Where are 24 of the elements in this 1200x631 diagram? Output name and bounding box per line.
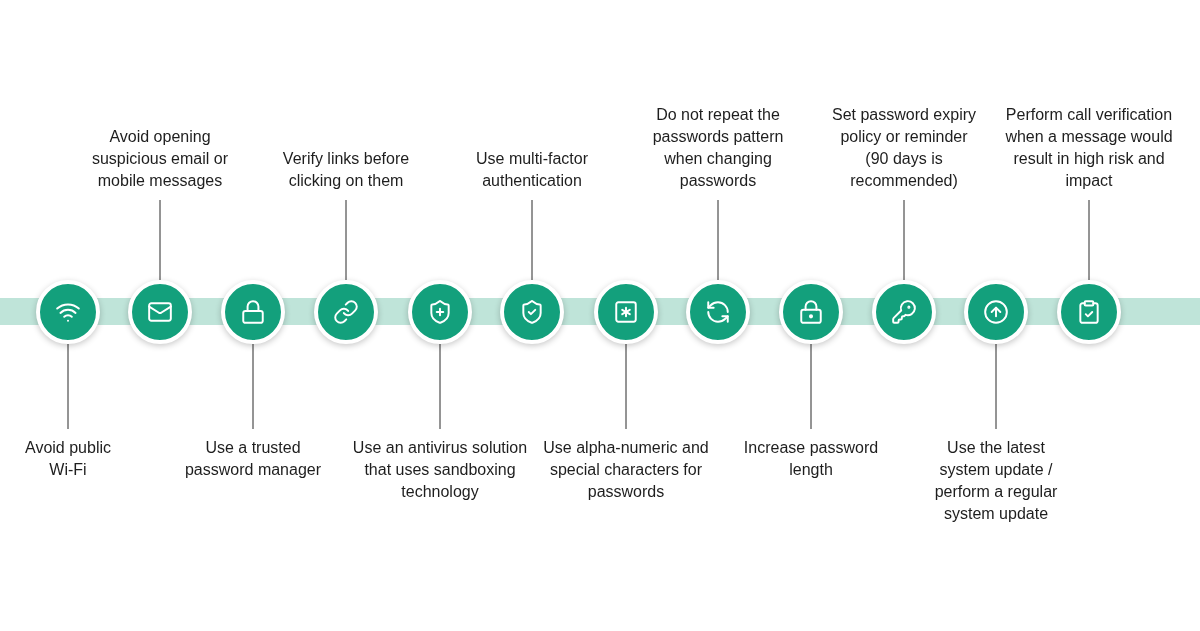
step-text: Verify links before clicking on them xyxy=(271,148,421,200)
leader-line xyxy=(1088,199,1090,281)
leader-line xyxy=(903,199,905,281)
step-text: Set password expiry policy or reminder (90 days is recommended) xyxy=(830,104,978,200)
step-text: Avoid opening suspicious email or mobile messages xyxy=(82,126,238,200)
leader-line xyxy=(531,199,533,281)
leader-line xyxy=(810,343,812,430)
leader-line xyxy=(159,199,161,281)
leader-line xyxy=(252,343,254,430)
leader-line xyxy=(995,343,997,430)
step-text: Use an antivirus solution that uses sandboxing technology xyxy=(349,429,531,503)
step-text: Use a trusted password manager xyxy=(173,429,333,481)
leader-line xyxy=(345,199,347,281)
step-text: Avoid public Wi-Fi xyxy=(13,429,123,481)
leader-line xyxy=(439,343,441,430)
step-text: Use multi-factor authentication xyxy=(462,148,602,200)
leader-line xyxy=(625,343,627,430)
step-text: Use alpha-numeric and special characters for passwords xyxy=(535,429,717,503)
step-text: Perform call verification when a message would result in high risk and impact xyxy=(999,104,1179,200)
leader-line xyxy=(717,199,719,281)
step-text: Use the latest system update / perform a regular system update xyxy=(922,429,1070,525)
leader-line xyxy=(67,343,69,430)
step-text: Increase password length xyxy=(741,429,881,481)
step-text: Do not repeat the passwords pattern when changing passwords xyxy=(643,104,793,200)
